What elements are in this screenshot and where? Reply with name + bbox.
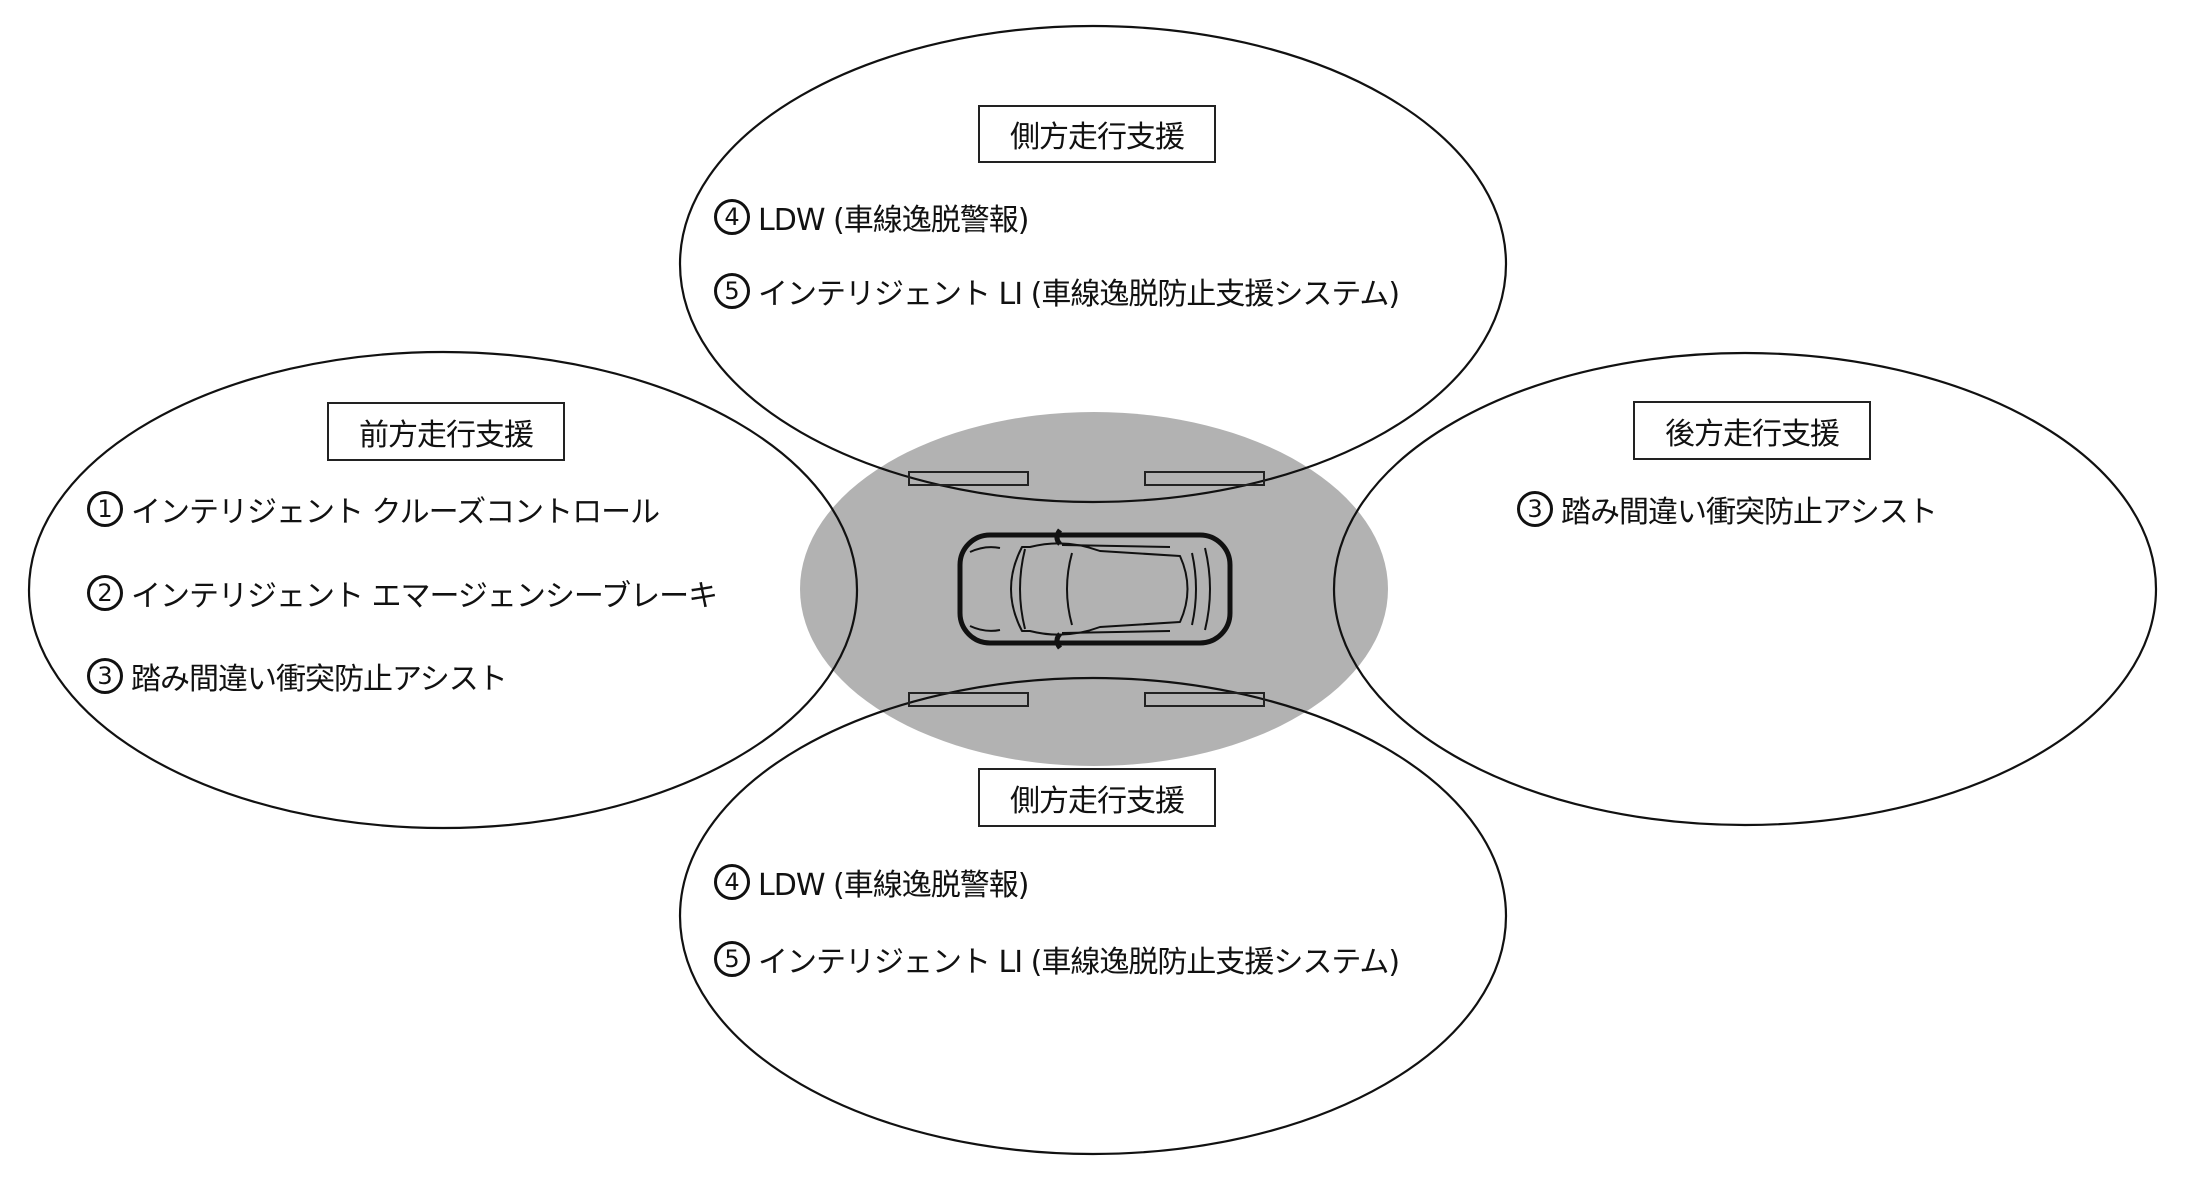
circled-number-icon: 4 <box>714 199 750 235</box>
circled-number-icon: 3 <box>1517 491 1553 527</box>
lane-marking <box>908 471 1029 486</box>
sensor-coverage-zone <box>800 412 1388 766</box>
zone-title: 側方走行支援 <box>1010 783 1185 819</box>
lane-marking <box>1144 692 1265 707</box>
circled-number-icon: 2 <box>87 575 123 611</box>
rear-zone-ellipse <box>1332 351 2158 827</box>
zone-title: 後方走行支援 <box>1665 416 1840 452</box>
lane-marking <box>908 692 1029 707</box>
front-title-box: 前方走行支援 <box>327 402 565 461</box>
feature-label: 踏み間違い衝突防止アシスト <box>131 662 508 697</box>
feature-label: インテリジェント エマージェンシーブレーキ <box>131 579 718 614</box>
rear-title-box: 後方走行支援 <box>1633 401 1871 460</box>
feature-label: 踏み間違い衝突防止アシスト <box>1561 495 1938 530</box>
side-top-title-box: 側方走行支援 <box>978 105 1216 163</box>
car-top-view-icon <box>957 528 1233 650</box>
lane-marking <box>1144 471 1265 486</box>
circled-number-icon: 5 <box>714 273 750 309</box>
feature-label: インテリジェント LI (車線逸脱防止支援システム) <box>758 277 1400 312</box>
side-bottom-zone-ellipse <box>678 676 1508 1156</box>
feature-label: インテリジェント クルーズコントロール <box>131 495 660 530</box>
feature-label: インテリジェント LI (車線逸脱防止支援システム) <box>758 945 1400 980</box>
circled-number-icon: 3 <box>87 658 123 694</box>
side-top-zone-ellipse <box>678 24 1508 504</box>
feature-label: LDW (車線逸脱警報) <box>758 203 1029 238</box>
feature-label: LDW (車線逸脱警報) <box>758 868 1029 903</box>
front-zone-ellipse <box>27 350 859 830</box>
zone-title: 前方走行支援 <box>359 417 534 453</box>
side-bottom-title-box: 側方走行支援 <box>978 768 1216 827</box>
circled-number-icon: 4 <box>714 864 750 900</box>
circled-number-icon: 1 <box>87 491 123 527</box>
zone-title: 側方走行支援 <box>1010 120 1185 155</box>
circled-number-icon: 5 <box>714 941 750 977</box>
